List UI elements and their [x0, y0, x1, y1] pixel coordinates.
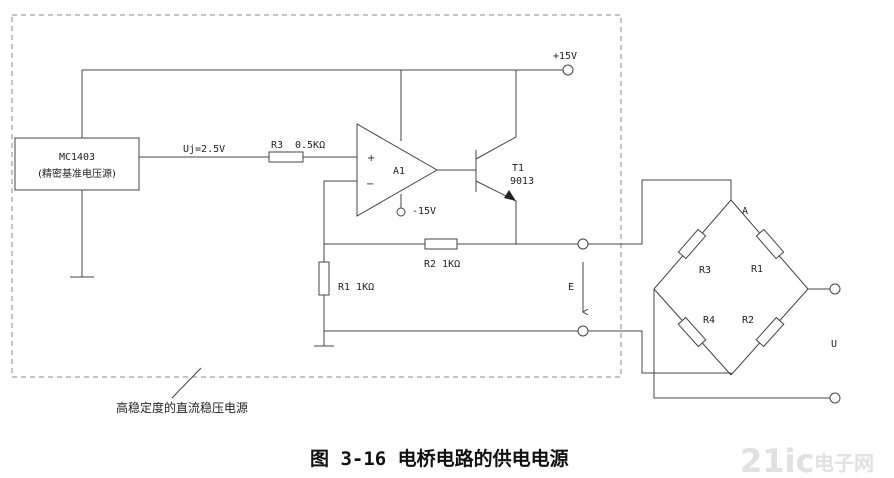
- watermark-text: 电子网: [814, 451, 874, 475]
- t1-emitter: [475, 180, 517, 244]
- t1-collector: [475, 70, 517, 160]
- boundary-leader-line: [171, 367, 202, 399]
- resistor-r1: [318, 261, 330, 296]
- bridge-r3-label: R3: [699, 265, 711, 276]
- reference-source-desc: (精密基准电压源): [38, 167, 116, 180]
- bridge-r4: [677, 316, 707, 348]
- bridge-r2: [755, 316, 785, 348]
- bridge-output-terminal-top: [829, 283, 841, 295]
- opamp-a1: [356, 123, 439, 217]
- t1-emitter-arrow: [504, 190, 516, 201]
- bridge-r1-label: R1: [751, 264, 763, 275]
- watermark-logo: 21ic 电子网: [740, 442, 874, 478]
- opamp-minus: −: [366, 179, 374, 190]
- bridge-r4-label: R4: [703, 315, 715, 326]
- bridge-output-label: U: [831, 339, 837, 350]
- positive-supply-terminal: [562, 64, 574, 76]
- resistor-r3: [268, 151, 304, 163]
- supply-boundary: [11, 14, 622, 378]
- opamp-plus: +: [367, 153, 375, 164]
- output-terminal-top: [577, 238, 589, 250]
- ref-ground-wire: [70, 190, 94, 278]
- feedback-wire: [323, 180, 357, 244]
- r1-wire: [314, 244, 334, 347]
- negative-supply-terminal: [396, 207, 406, 217]
- r3-value: 0.5KΩ: [295, 140, 325, 151]
- boundary-label: 高稳定度的直流稳压电源: [116, 400, 248, 415]
- output-terminal-bottom: [577, 325, 589, 337]
- watermark-number: 21ic: [740, 442, 814, 478]
- t1-name: T1: [512, 163, 524, 174]
- positive-supply-label: +15V: [553, 51, 577, 62]
- t1-model: 9013: [510, 176, 534, 187]
- reference-source-name: MC1403: [59, 152, 95, 163]
- r1-label: R1 1KΩ: [338, 282, 374, 293]
- e-label: E: [568, 282, 574, 293]
- bridge-r1: [755, 228, 785, 260]
- bridge-output-wire-bottom: [653, 289, 830, 399]
- bridge-r3: [677, 228, 707, 260]
- bridge-r2-label: R2: [742, 315, 754, 326]
- uj-label: Uj=2.5V: [183, 144, 225, 155]
- opamp-name: A1: [393, 166, 405, 177]
- r2-label: R2 1KΩ: [424, 259, 460, 270]
- reference-source-box: [14, 137, 140, 191]
- bridge-node-a: A: [742, 206, 748, 217]
- r3-name: R3: [271, 140, 283, 151]
- resistor-r2: [424, 238, 458, 250]
- bridge-supply-wire-bottom: [588, 330, 732, 375]
- figure-caption: 图 3-16 电桥电路的供电电源: [310, 447, 569, 470]
- bridge-supply-wire-top: [588, 179, 732, 245]
- bridge-output-terminal-bottom: [829, 392, 841, 404]
- negative-supply-label: -15V: [412, 206, 436, 217]
